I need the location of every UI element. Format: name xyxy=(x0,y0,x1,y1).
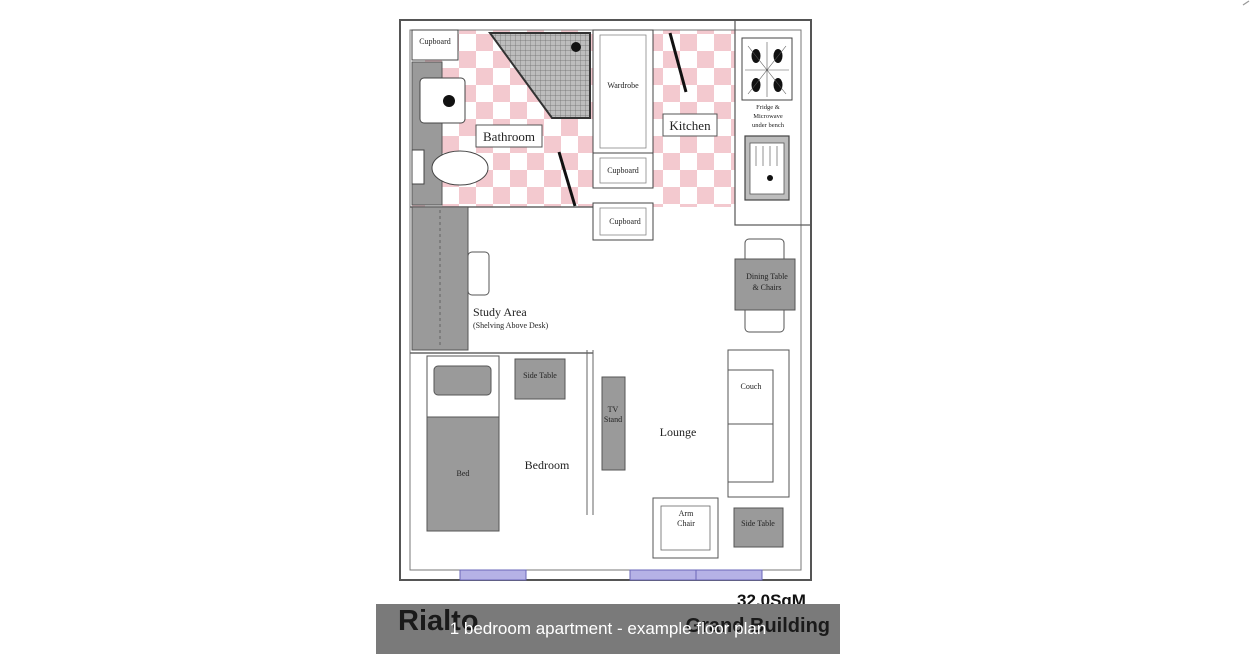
cupboard-lower-label: Cupboard xyxy=(609,217,641,226)
dining-label-line1: Dining Table xyxy=(746,272,788,281)
arm-chair-label-line1: Arm xyxy=(679,509,694,518)
study-area-label: Study Area xyxy=(473,305,527,319)
wardrobe-label: Wardrobe xyxy=(607,81,639,90)
lounge-label: Lounge xyxy=(660,425,697,439)
cupboard-lower xyxy=(592,202,654,241)
study-chair xyxy=(467,251,490,296)
cupboard-top-left-label: Cupboard xyxy=(419,37,451,46)
side-table-lounge xyxy=(733,507,784,548)
cupboard-mid-label: Cupboard xyxy=(607,166,639,175)
dining-label-line2: & Chairs xyxy=(752,283,781,292)
bed-pillow xyxy=(433,365,492,396)
bathroom-label: Bathroom xyxy=(483,129,535,144)
tv-stand xyxy=(601,376,626,471)
tv-label-line1: TV xyxy=(608,405,619,414)
study-area-note: (Shelving Above Desk) xyxy=(473,321,548,330)
kitchen-label: Kitchen xyxy=(669,118,711,133)
arm-chair-label-line2: Chair xyxy=(677,519,695,528)
shower xyxy=(488,32,591,119)
fridge-label-line2: Microwave xyxy=(753,113,783,120)
image-caption: 1 bedroom apartment - example floor plan xyxy=(449,619,767,638)
bed-label: Bed xyxy=(457,469,470,478)
side-table-bedroom-label: Side Table xyxy=(523,371,557,380)
bathroom-sink xyxy=(419,77,466,124)
fridge-label-line1: Fridge & xyxy=(756,104,780,111)
bedroom-label: Bedroom xyxy=(525,458,570,472)
side-table-bedroom xyxy=(514,358,566,400)
kitchen-door xyxy=(668,32,688,93)
toilet-cistern xyxy=(411,149,425,185)
kitchen-label-box xyxy=(662,113,718,137)
toilet-bowl xyxy=(431,150,489,186)
bathroom-door xyxy=(557,151,577,207)
cupboard-mid xyxy=(592,152,654,189)
cupboard-top-left xyxy=(411,29,459,61)
caption-bar: Rialto Grand Building 1 bedroom apartmen… xyxy=(376,604,840,654)
couch-label: Couch xyxy=(741,382,762,391)
fridge-label-line3: under bench xyxy=(752,122,785,129)
corner-mark-icon xyxy=(1242,0,1250,6)
building-name-left: Rialto xyxy=(398,605,479,637)
bed xyxy=(426,416,500,532)
bathroom-label-box xyxy=(475,124,543,148)
outer-wall xyxy=(399,19,812,581)
tv-label-line2: Stand xyxy=(604,415,622,424)
window-left xyxy=(459,569,527,581)
side-table-lounge-label: Side Table xyxy=(741,519,775,528)
kitchen-bench-wall xyxy=(734,19,812,226)
wardrobe xyxy=(592,29,654,154)
dining-table xyxy=(734,258,796,311)
building-name-right: Grand Building xyxy=(685,615,830,637)
